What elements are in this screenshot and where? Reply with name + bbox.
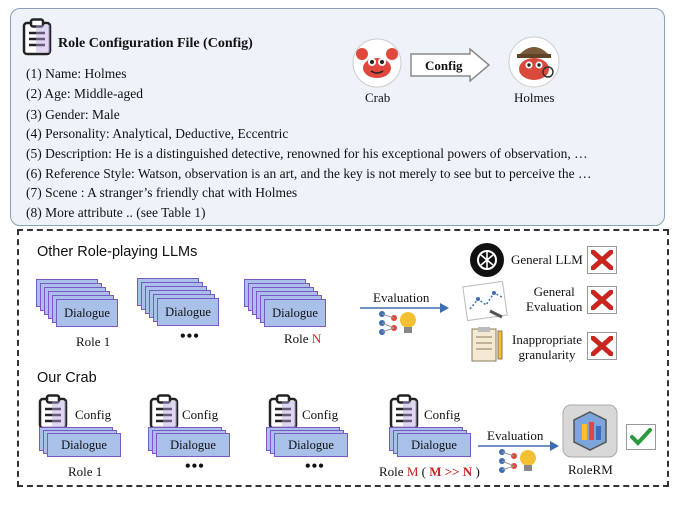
config-line-reference-style: (6) Reference Style: Watson, observation… <box>26 166 592 181</box>
config-label: Config <box>182 407 219 422</box>
cross-icon <box>587 332 617 360</box>
cross-icon <box>587 246 617 274</box>
evaluation-label: Evaluation <box>487 428 544 443</box>
rolerm-label: RoleRM <box>568 462 613 477</box>
config-label: Config <box>75 407 112 422</box>
ellipsis: ••• <box>185 458 205 475</box>
evaluation-arrow <box>360 303 449 313</box>
clipboard-icon <box>38 394 68 430</box>
evaluator-network-icon <box>499 449 536 473</box>
config-arrow-label: Config <box>425 58 463 73</box>
ellipsis: ••• <box>305 458 325 475</box>
config-title: Role Configuration File (Config) <box>58 36 253 51</box>
clipboard-icon <box>268 394 298 430</box>
config-line-scene: (7) Scene : A stranger’s friendly chat w… <box>26 185 298 200</box>
config-line-age: (2) Age: Middle-aged <box>26 86 143 101</box>
dialogue-card: Dialogue <box>264 299 326 327</box>
role1-label: Role 1 <box>76 334 111 349</box>
clipboard-icon <box>149 394 179 430</box>
config-line-gender: (3) Gender: Male <box>26 107 120 122</box>
dialogue-card: Dialogue <box>56 299 118 327</box>
dialogue-card: Dialogue <box>47 433 121 457</box>
dialogue-card: Dialogue <box>156 433 230 457</box>
other-llms-title: Other Role-playing LLMs <box>37 244 198 260</box>
holmes-label: Holmes <box>514 90 555 105</box>
roleM-label: Role M ( M >> N ) <box>379 464 480 479</box>
check-icon <box>626 424 656 450</box>
dialogue-card: Dialogue <box>157 298 219 326</box>
config-arrow <box>410 48 490 82</box>
evaluation-chart-icon <box>462 281 508 321</box>
config-line-personality: (4) Personality: Analytical, Deductive, … <box>26 126 289 141</box>
config-label: Config <box>302 407 339 422</box>
ellipsis: ••• <box>180 328 200 345</box>
crab-label: Crab <box>365 90 391 105</box>
roleN-label: Role N <box>284 331 322 346</box>
crab-avatar-icon <box>352 38 402 88</box>
evaluator-network-icon <box>379 311 416 335</box>
config-line-name: (1) Name: Holmes <box>26 66 127 81</box>
clipboard-icon <box>389 394 419 430</box>
config-line-more: (8) More attribute .. (see Table 1) <box>26 205 206 220</box>
evaluation-arrow <box>478 441 559 451</box>
config-panel <box>10 8 665 226</box>
holmes-avatar-icon <box>508 36 560 88</box>
rolerm-model-icon <box>562 404 618 458</box>
cross-icon <box>587 286 617 314</box>
dialogue-card: Dialogue <box>274 433 348 457</box>
evaluation-label: Evaluation <box>373 290 430 305</box>
clipboard-icon <box>22 18 52 56</box>
general-llm-label: General LLM <box>511 252 583 267</box>
document-checklist-icon <box>471 327 503 362</box>
role1-label: Role 1 <box>68 464 103 479</box>
openai-logo-icon <box>470 243 504 277</box>
config-line-description: (5) Description: He is a distinguished d… <box>26 146 588 161</box>
our-crab-title: Our Crab <box>37 370 97 386</box>
comparison-panel <box>17 229 669 487</box>
config-label: Config <box>424 407 461 422</box>
dialogue-card: Dialogue <box>397 433 471 457</box>
